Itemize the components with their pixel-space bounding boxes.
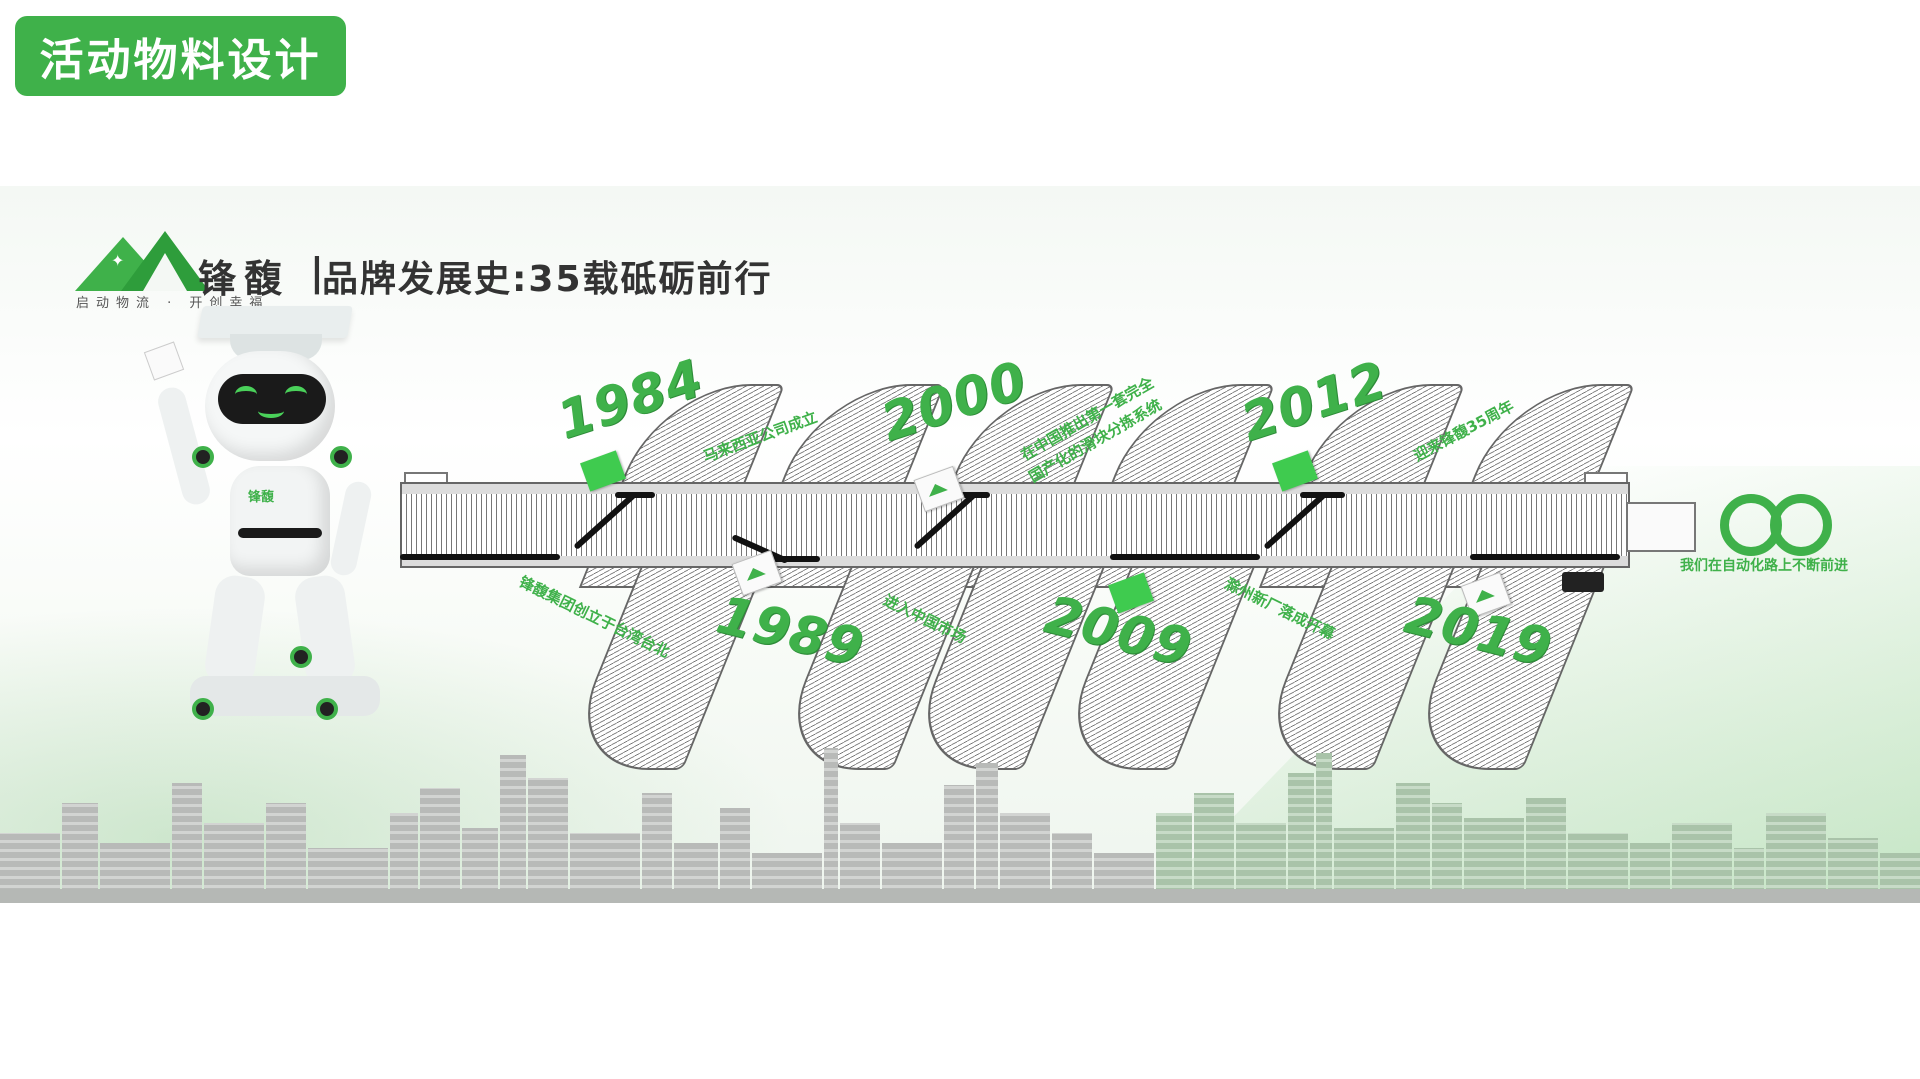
section-tag-label: 活动物料设计	[39, 35, 322, 86]
mountain-logo-icon: ✦	[75, 231, 209, 291]
title-separator: |	[310, 250, 324, 294]
infinity-icon	[1720, 494, 1840, 556]
brand-history-banner: ✦ 锋馥 启动物流 · 开创幸福 | 品牌发展史:35载砥砺前行 锋馥	[0, 186, 1920, 903]
future-caption: 我们在自动化路上不断前进	[1680, 558, 1848, 574]
section-tag: 活动物料设计	[15, 16, 346, 96]
conveyor-end	[1626, 502, 1696, 552]
brand-name: 锋馥	[198, 257, 291, 301]
robot-chest-label: 锋馥	[248, 490, 275, 505]
cart-icon	[1562, 572, 1604, 592]
banner-title: 品牌发展史:35载砥砺前行	[322, 259, 773, 300]
robot-mascot: 锋馥	[140, 306, 380, 746]
card-icon	[143, 341, 185, 381]
main-conveyor	[400, 482, 1630, 568]
city-skyline	[0, 746, 1920, 903]
